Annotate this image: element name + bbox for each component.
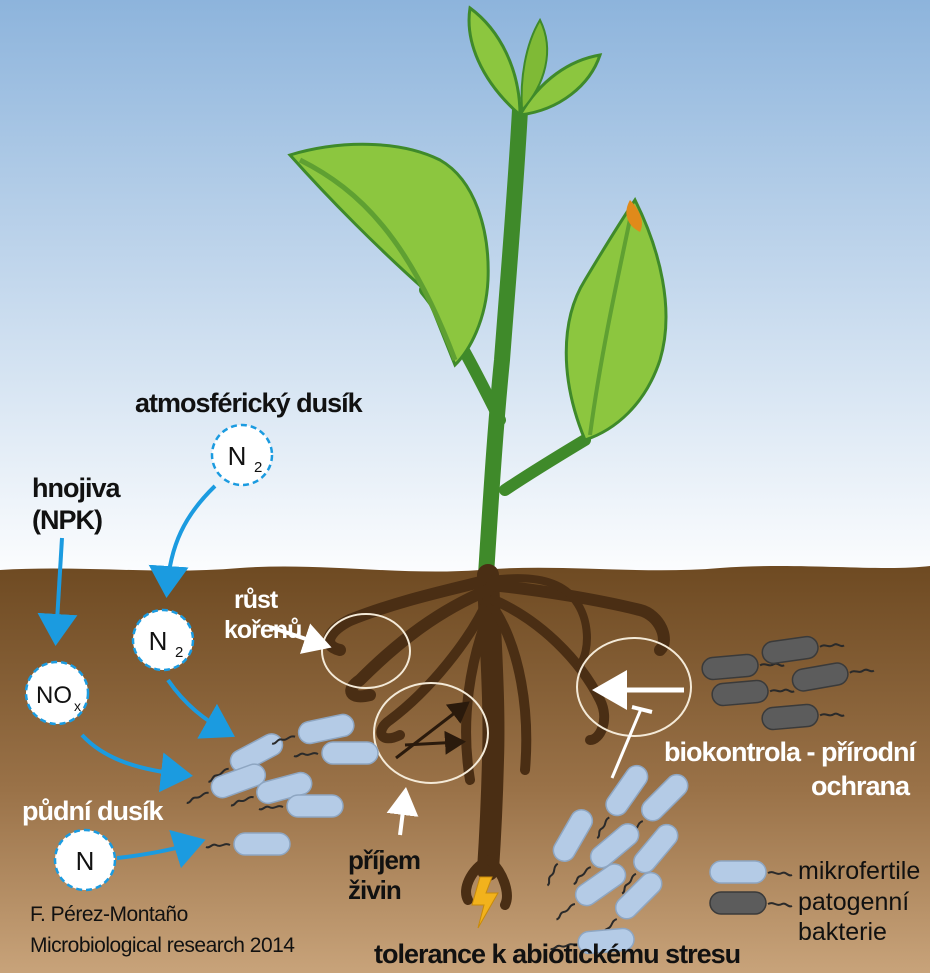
n2-air-main: N xyxy=(228,441,247,471)
nox-molecule: NO x xyxy=(26,662,88,724)
n2-air-molecule: N 2 xyxy=(212,425,272,485)
legend-pathogenic-label-line1: patogenní xyxy=(798,888,909,916)
biocontrol-label-line2: ochrana xyxy=(811,771,911,801)
n2-soil-main: N xyxy=(149,626,168,656)
soil-nitrogen-label: půdní dusík xyxy=(22,796,164,826)
legend-pathogenic-label-line2: bakterie xyxy=(798,918,887,946)
fertilizers-label-line2: (NPK) xyxy=(32,505,102,535)
fertilizers-label-line1: hnojiva xyxy=(32,473,121,503)
atmospheric-nitrogen-label: atmosférický dusík xyxy=(135,388,364,418)
credit-source: Microbiological research 2014 xyxy=(30,934,295,957)
root-growth-label-line1: růst xyxy=(234,586,279,614)
n-soil-main: N xyxy=(76,846,95,876)
nutrient-uptake-label-line2: živin xyxy=(348,875,401,905)
biocontrol-label-line1: biokontrola - přírodní xyxy=(664,737,917,767)
legend-beneficial-label: mikrofertile xyxy=(798,857,920,885)
n-soil-molecule: N xyxy=(55,830,115,890)
nutrient-uptake-label-line1: příjem xyxy=(348,845,420,875)
credit-author: F. Pérez-Montaño xyxy=(30,903,188,926)
nox-sub: x xyxy=(74,698,81,714)
n2-soil-sub: 2 xyxy=(175,644,183,661)
nox-main: NO xyxy=(36,682,72,709)
root-growth-label-line2: kořenů xyxy=(224,616,301,644)
n2-air-sub: 2 xyxy=(254,459,262,476)
stress-tolerance-label: tolerance k abiotickému stresu xyxy=(374,939,740,969)
n2-soil-molecule: N 2 xyxy=(133,610,193,670)
